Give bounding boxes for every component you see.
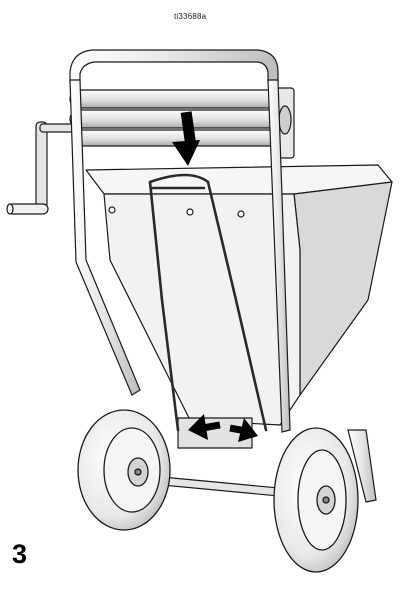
arrow-down-icon: [172, 111, 200, 166]
right-wheel: [273, 427, 359, 573]
hopper-bolt: [186, 208, 194, 216]
hopper-strap: [148, 173, 268, 432]
crank-grip: [7, 203, 49, 215]
hopper-bolt: [237, 210, 245, 218]
hopper-bolt: [108, 206, 116, 214]
left-wheel: [77, 409, 171, 531]
frame-top-bar: [69, 49, 279, 83]
step-number: 3: [12, 539, 28, 569]
strap-right: [206, 180, 268, 432]
hopper-side: [293, 181, 393, 396]
crank-shaft: [39, 123, 77, 133]
frame-right-brace: [347, 429, 377, 503]
crank-handle: [6, 121, 77, 215]
roller-assembly: [69, 87, 295, 159]
frame-right-upright: [267, 79, 291, 433]
frame-left-upright: [69, 79, 141, 396]
figure-id-label: ti33688a: [174, 12, 207, 21]
strap-loop-top: [148, 173, 210, 184]
cart-frame: [69, 49, 377, 503]
hopper: [85, 164, 393, 449]
arrow-left-icon: [188, 414, 221, 440]
arrow-right-icon: [229, 418, 258, 442]
roller: [69, 89, 281, 109]
strap-left: [148, 180, 180, 432]
crank-arm: [35, 121, 48, 209]
roller-hub: [278, 105, 292, 135]
roller: [69, 109, 281, 129]
